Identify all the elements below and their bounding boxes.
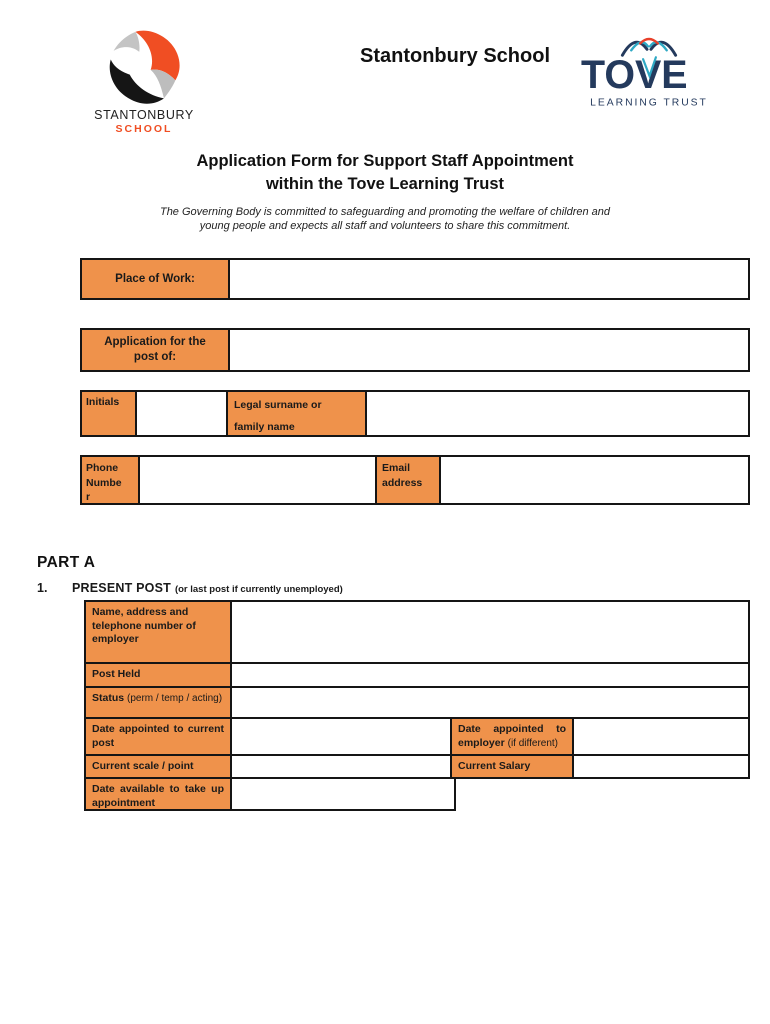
surname-input[interactable]	[367, 392, 748, 435]
tove-logo-name: TOVE	[581, 53, 688, 97]
surname-label: Legal surname or family name	[228, 392, 367, 435]
section-note: (or last post if currently unemployed)	[174, 584, 343, 595]
salary-label: Current Salary	[452, 756, 574, 777]
scale-label: Current scale / point	[86, 756, 232, 777]
phone-input[interactable]	[140, 457, 377, 503]
scale-salary-row: Current scale / point Current Salary	[84, 754, 750, 779]
contact-row: Phone Number Email address	[80, 455, 750, 505]
date-current-input[interactable]	[232, 719, 452, 754]
application-post-label: Application for the post of:	[82, 330, 230, 370]
school-title: Stantonbury School	[360, 45, 550, 67]
safeguarding-statement-text: The Governing Body is committed to safeg…	[159, 206, 611, 232]
date-available-input[interactable]	[232, 779, 454, 809]
stantonbury-logo: STANTONBURY SCHOOL	[86, 30, 202, 135]
application-post-input[interactable]	[230, 330, 748, 370]
post-held-input[interactable]	[232, 664, 748, 686]
present-post-table: Name, address and telephone number of em…	[84, 600, 750, 811]
status-label-note: (perm / temp / acting)	[127, 693, 223, 704]
status-label: Status (perm / temp / acting)	[86, 688, 232, 717]
stantonbury-swirl-icon	[109, 30, 180, 104]
phone-label-text: Phone Number	[86, 462, 122, 504]
tove-logo: TOVE LEARNING TRUST	[580, 34, 720, 115]
section-title: PRESENT POST	[72, 581, 171, 595]
stantonbury-logo-subname: SCHOOL	[115, 123, 173, 135]
stantonbury-logo-name: STANTONBURY	[94, 108, 194, 122]
post-held-label: Post Held	[86, 664, 232, 686]
status-row: Status (perm / temp / acting)	[84, 686, 750, 719]
place-of-work-label: Place of Work:	[82, 260, 230, 298]
date-employer-label: Date appointed to employer (if different…	[452, 719, 574, 754]
phone-label: Phone Number	[82, 457, 140, 503]
place-of-work-row: Place of Work:	[80, 258, 750, 300]
section-number: 1.	[37, 581, 48, 595]
date-employer-label-note: (if different)	[507, 737, 558, 749]
place-of-work-input[interactable]	[230, 260, 748, 298]
name-row: Initials Legal surname or family name	[80, 390, 750, 437]
employer-label: Name, address and telephone number of em…	[86, 602, 232, 662]
email-label: Email address	[377, 457, 441, 503]
part-a-heading: PART A	[37, 554, 96, 571]
date-employer-label-text: Date appointed to employer	[458, 723, 566, 749]
date-appointed-row: Date appointed to current post Date appo…	[84, 717, 750, 756]
employer-input[interactable]	[232, 602, 748, 662]
application-post-row: Application for the post of:	[80, 328, 750, 372]
tove-logo-icon: TOVE LEARNING TRUST	[581, 37, 708, 109]
status-input[interactable]	[232, 688, 748, 717]
salary-input[interactable]	[574, 756, 748, 777]
status-label-text: Status	[92, 692, 125, 704]
post-held-row: Post Held	[84, 662, 750, 688]
initials-input[interactable]	[137, 392, 228, 435]
tove-logo-subname: LEARNING TRUST	[590, 98, 708, 109]
date-employer-input[interactable]	[574, 719, 748, 754]
initials-label: Initials	[82, 392, 137, 435]
section-1-heading: 1. PRESENT POST (or last post if current…	[37, 581, 343, 595]
date-current-label: Date appointed to current post	[86, 719, 232, 754]
date-available-row: Date available to take up appointment	[84, 777, 456, 811]
form-title: Application Form for Support Staff Appoi…	[0, 150, 770, 196]
email-input[interactable]	[441, 457, 748, 503]
scale-input[interactable]	[232, 756, 452, 777]
date-available-label: Date available to take up appointment	[86, 779, 232, 809]
safeguarding-statement: The Governing Body is committed to safeg…	[0, 206, 770, 234]
form-title-line2: within the Tove Learning Trust	[265, 175, 505, 194]
form-title-line1: Application Form for Support Staff Appoi…	[196, 152, 574, 170]
employer-row: Name, address and telephone number of em…	[84, 600, 750, 664]
